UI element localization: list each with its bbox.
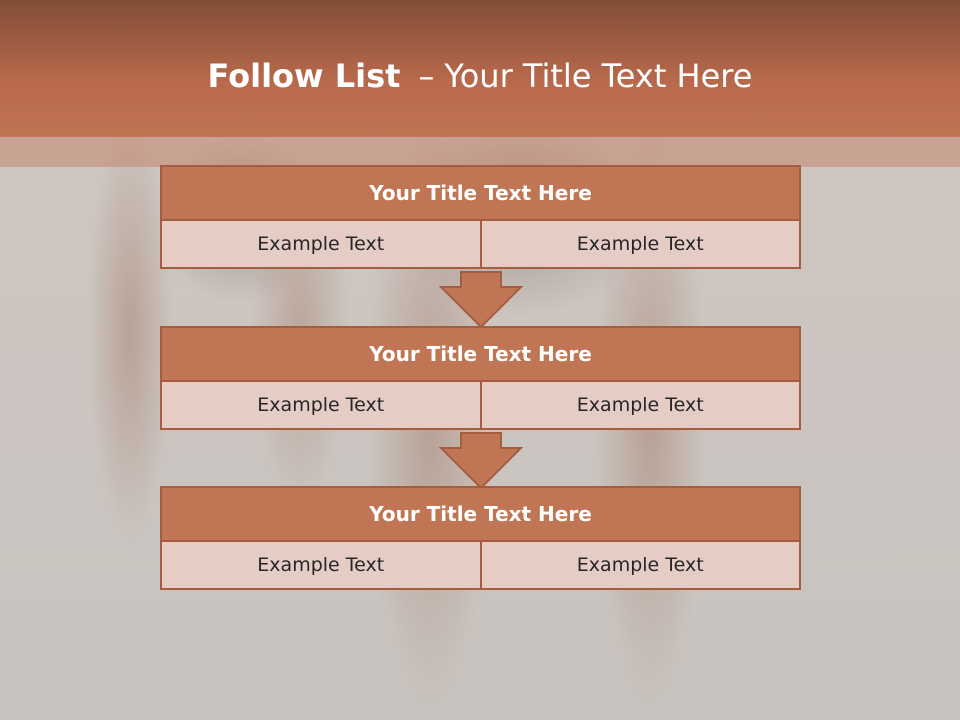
block-right-cell: Example Text [481, 382, 801, 430]
block-title: Your Title Text Here [160, 326, 801, 382]
block-row: Example Text Example Text [160, 382, 801, 430]
list-block-3: Your Title Text Here Example Text Exampl… [160, 486, 801, 590]
block-left-cell: Example Text [160, 382, 482, 430]
list-block-2: Your Title Text Here Example Text Exampl… [160, 326, 801, 430]
block-left-cell: Example Text [160, 542, 482, 590]
title-bar-shadow-band [0, 137, 960, 167]
block-left-cell: Example Text [160, 221, 482, 269]
block-row: Example Text Example Text [160, 221, 801, 269]
down-arrow-icon [439, 432, 523, 490]
block-title: Your Title Text Here [160, 486, 801, 542]
slide-title: Follow List–Your Title Text Here [0, 54, 960, 98]
block-right-cell: Example Text [481, 542, 801, 590]
slide-title-rest: Your Title Text Here [444, 57, 753, 95]
slide-title-dash: – [418, 57, 435, 95]
slide-title-bold: Follow List [207, 57, 401, 95]
title-bar [0, 0, 960, 137]
block-right-cell: Example Text [481, 221, 801, 269]
block-row: Example Text Example Text [160, 542, 801, 590]
down-arrow-icon [439, 271, 523, 329]
list-block-1: Your Title Text Here Example Text Exampl… [160, 165, 801, 269]
block-title: Your Title Text Here [160, 165, 801, 221]
